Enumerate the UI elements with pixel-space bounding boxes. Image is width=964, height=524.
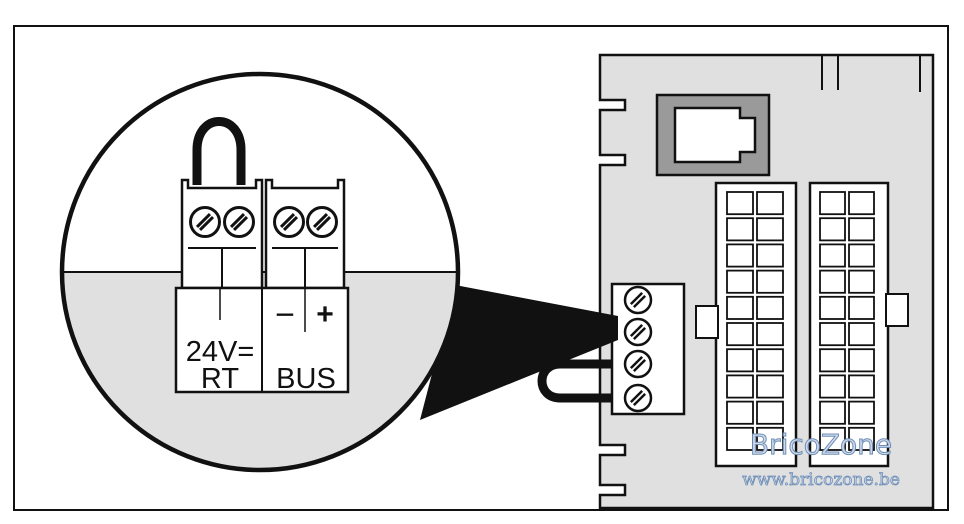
- terminal-screw-icon: [623, 349, 653, 379]
- minus-label: −: [275, 296, 295, 334]
- connector-cell: [819, 243, 846, 268]
- connector-cell: [819, 217, 846, 242]
- zoomed-terminal: 24V= RT − + BUS: [174, 117, 350, 395]
- connector-cell: [819, 348, 846, 373]
- watermark-brand: BricoZone: [750, 428, 892, 461]
- connector-cell: [848, 243, 875, 268]
- connector-cell: [848, 295, 875, 320]
- connector-cell: [819, 426, 846, 451]
- connector-cell: [726, 400, 754, 425]
- terminal-screw-icon: [306, 206, 338, 238]
- terminal-screw-icon: [189, 206, 221, 238]
- jumper-wire-icon: [192, 117, 246, 185]
- connector-cell: [756, 269, 784, 294]
- connector-cell: [726, 295, 754, 320]
- connector-cell: [819, 191, 846, 216]
- connector-cell: [819, 374, 846, 399]
- board-terminal-screws: [623, 285, 653, 413]
- zoomed-terminal-screws: [189, 206, 338, 238]
- connector-cell: [756, 191, 784, 216]
- connector-cell: [848, 374, 875, 399]
- rj-socket: [655, 93, 771, 177]
- connector-cell: [819, 400, 846, 425]
- connector-cell: [848, 217, 875, 242]
- terminal-screw-icon: [623, 317, 653, 347]
- connector-cell: [848, 400, 875, 425]
- control-board: [537, 53, 935, 510]
- voltage-label: 24V=: [186, 336, 255, 368]
- connector-cell: [819, 269, 846, 294]
- connector-cell: [756, 426, 784, 451]
- connector-cell: [819, 322, 846, 347]
- connector-cell: [756, 374, 784, 399]
- connector-cell: [726, 374, 754, 399]
- plus-label: +: [316, 298, 334, 331]
- connector-cell: [756, 348, 784, 373]
- connector-cell: [756, 400, 784, 425]
- terminal-screw-icon: [623, 383, 653, 413]
- connector-cell: [756, 322, 784, 347]
- terminal-screw-icon: [223, 206, 255, 238]
- bus-label: BUS: [276, 363, 336, 395]
- connector-cell: [848, 426, 875, 451]
- connector-cell: [726, 217, 754, 242]
- connector-cell: [848, 348, 875, 373]
- rt-label: RT: [201, 363, 239, 395]
- connector-latch: [695, 305, 719, 339]
- connector-cell: [756, 217, 784, 242]
- connector-cell: [726, 348, 754, 373]
- connector-cell: [726, 243, 754, 268]
- connector-cell: [848, 191, 875, 216]
- connector-cell: [819, 295, 846, 320]
- terminal-screw-icon: [273, 206, 305, 238]
- connector-cell: [756, 295, 784, 320]
- connector-cells: [726, 191, 875, 451]
- connector-cell: [848, 322, 875, 347]
- watermark-url: www.bricozone.be: [742, 470, 900, 490]
- connector-cell: [756, 243, 784, 268]
- terminal-screw-icon: [623, 285, 653, 315]
- connector-cell: [726, 426, 754, 451]
- connector-cell: [726, 269, 754, 294]
- connector-cell: [726, 191, 754, 216]
- connector-cell: [848, 269, 875, 294]
- connector-latch: [885, 293, 909, 327]
- connector-cell: [726, 322, 754, 347]
- magnifier-pointer: [420, 285, 618, 420]
